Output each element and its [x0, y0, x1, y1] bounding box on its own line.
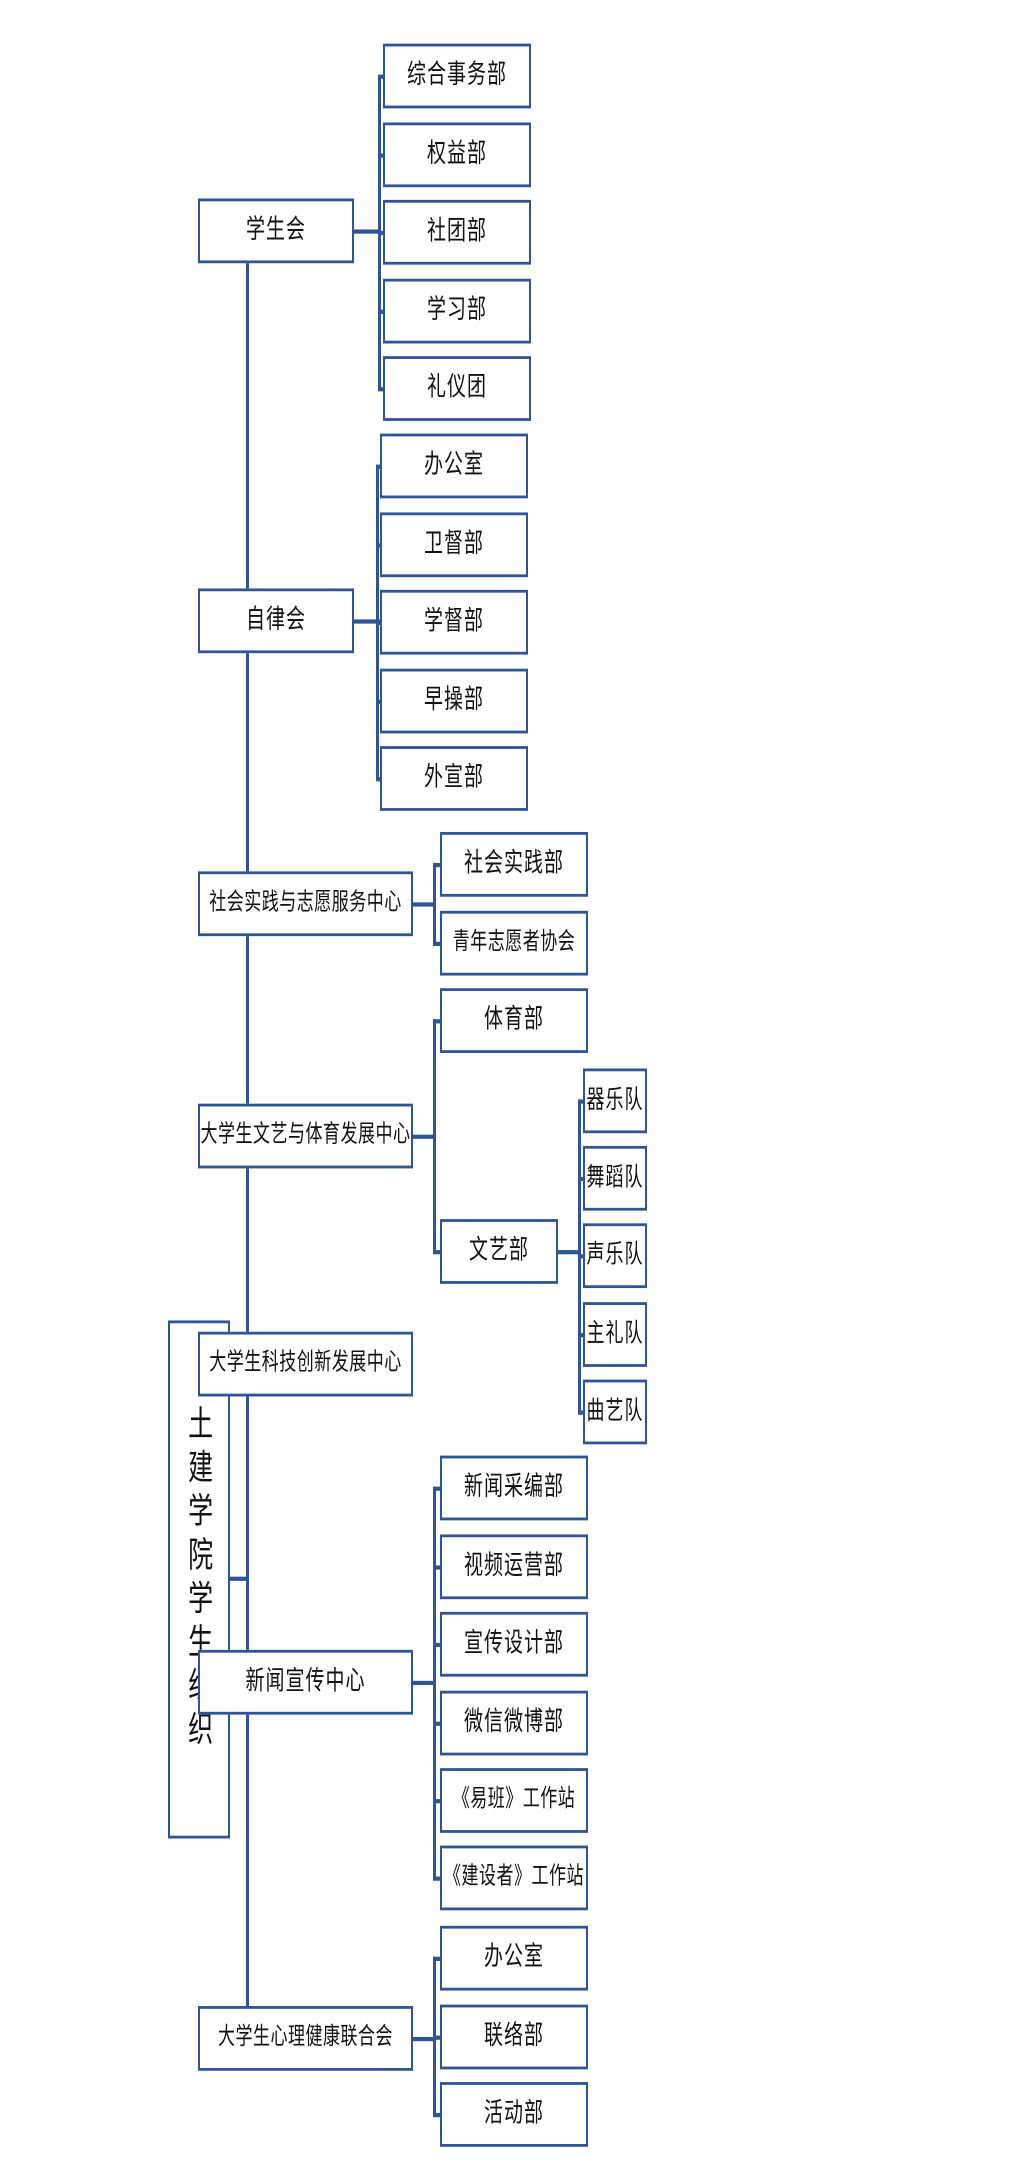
node-arts-dept[interactable]: 文艺部: [440, 1219, 558, 1284]
node-clubs-dept[interactable]: 社团部: [383, 199, 531, 265]
connector-xwxc-c1: [433, 1486, 445, 1491]
node-external-publicity-dept[interactable]: 外宣部: [380, 746, 528, 811]
node-morning-exercise-dept[interactable]: 早操部: [380, 668, 528, 734]
connector-dxsxl-c1: [433, 1956, 445, 1961]
connector-xwxc-spine: [433, 1486, 436, 1878]
connector-xsh-out: [354, 229, 380, 234]
node-arts-sports-development-center[interactable]: 大学生文艺与体育发展中心: [198, 1103, 413, 1169]
node-publicity-design-dept[interactable]: 宣传设计部: [440, 1611, 588, 1677]
node-office-dxsxl[interactable]: 办公室: [440, 1925, 588, 1991]
node-ceremony-team[interactable]: 主礼队: [583, 1302, 647, 1367]
connector-dxswy-out: [413, 1134, 435, 1139]
connector-dxsxl-c3: [433, 2113, 445, 2118]
connector-dxsxl-c2: [433, 2035, 445, 2040]
node-mental-health-association[interactable]: 大学生心理健康联合会: [198, 2006, 413, 2071]
node-study-supervision-dept[interactable]: 学督部: [380, 589, 528, 655]
connector-dxswy-c2: [433, 1250, 445, 1255]
node-wechat-weibo-dept[interactable]: 微信微博部: [440, 1690, 588, 1756]
node-folk-art-team[interactable]: 曲艺队: [583, 1379, 647, 1445]
connector-shsj-spine: [433, 862, 436, 944]
node-vocal-team[interactable]: 声乐队: [583, 1223, 647, 1289]
connector-dxsxl-spine: [433, 1956, 436, 2115]
node-hygiene-supervision-dept[interactable]: 卫督部: [380, 512, 528, 578]
connector-dxsxl-out: [413, 2037, 435, 2042]
node-social-practice-volunteer-center[interactable]: 社会实践与志愿服务中心: [198, 871, 413, 937]
connector-xwxc-c2: [433, 1565, 445, 1570]
connector-xwxc-c4: [433, 1721, 445, 1726]
node-student-union[interactable]: 学生会: [198, 198, 354, 264]
node-self-discipline-union[interactable]: 自律会: [198, 588, 354, 654]
root-node[interactable]: 土建学院学生组织: [168, 1320, 230, 1839]
node-social-practice-dept[interactable]: 社会实践部: [440, 831, 588, 897]
connector-root-out: [230, 1576, 248, 1581]
node-study-dept[interactable]: 学习部: [383, 278, 531, 344]
node-youth-volunteer-association[interactable]: 青年志愿者协会: [440, 910, 588, 976]
node-general-affairs-dept[interactable]: 综合事务部: [383, 43, 531, 109]
node-activities-dept[interactable]: 活动部: [440, 2082, 588, 2147]
node-yiban-workstation[interactable]: 《易班》工作站: [440, 1768, 588, 1833]
node-sports-dept[interactable]: 体育部: [440, 988, 588, 1053]
connector-dxswy-spine: [433, 1019, 436, 1252]
connector-shsj-c1: [433, 862, 445, 868]
node-sci-tech-innovation-center[interactable]: 大学生科技创新发展中心: [198, 1331, 413, 1397]
connector-dxswy-c1: [433, 1019, 445, 1024]
node-rights-dept[interactable]: 权益部: [383, 122, 531, 188]
node-video-operations-dept[interactable]: 视频运营部: [440, 1534, 588, 1600]
connector-xwxc-c3: [433, 1642, 445, 1648]
node-office-zlh[interactable]: 办公室: [380, 433, 528, 499]
node-news-editing-dept[interactable]: 新闻采编部: [440, 1455, 588, 1521]
connector-xwxc-out: [413, 1680, 435, 1686]
connector-xwxc-c6: [433, 1876, 445, 1881]
node-builder-workstation[interactable]: 《建设者》工作站: [440, 1845, 588, 1911]
node-dance-team[interactable]: 舞蹈队: [583, 1145, 647, 1211]
connector-zlh-out: [354, 619, 380, 624]
node-liaison-dept[interactable]: 联络部: [440, 2004, 588, 2070]
connector-shsj-out: [413, 902, 435, 907]
node-news-publicity-center[interactable]: 新闻宣传中心: [198, 1649, 413, 1715]
node-etiquette-group[interactable]: 礼仪团: [383, 356, 531, 421]
connector-wenyi-out: [558, 1250, 580, 1255]
connector-xwxc-c5: [433, 1799, 445, 1804]
connector-shsj-c2: [433, 941, 445, 947]
node-instrumental-team[interactable]: 器乐队: [583, 1068, 647, 1134]
